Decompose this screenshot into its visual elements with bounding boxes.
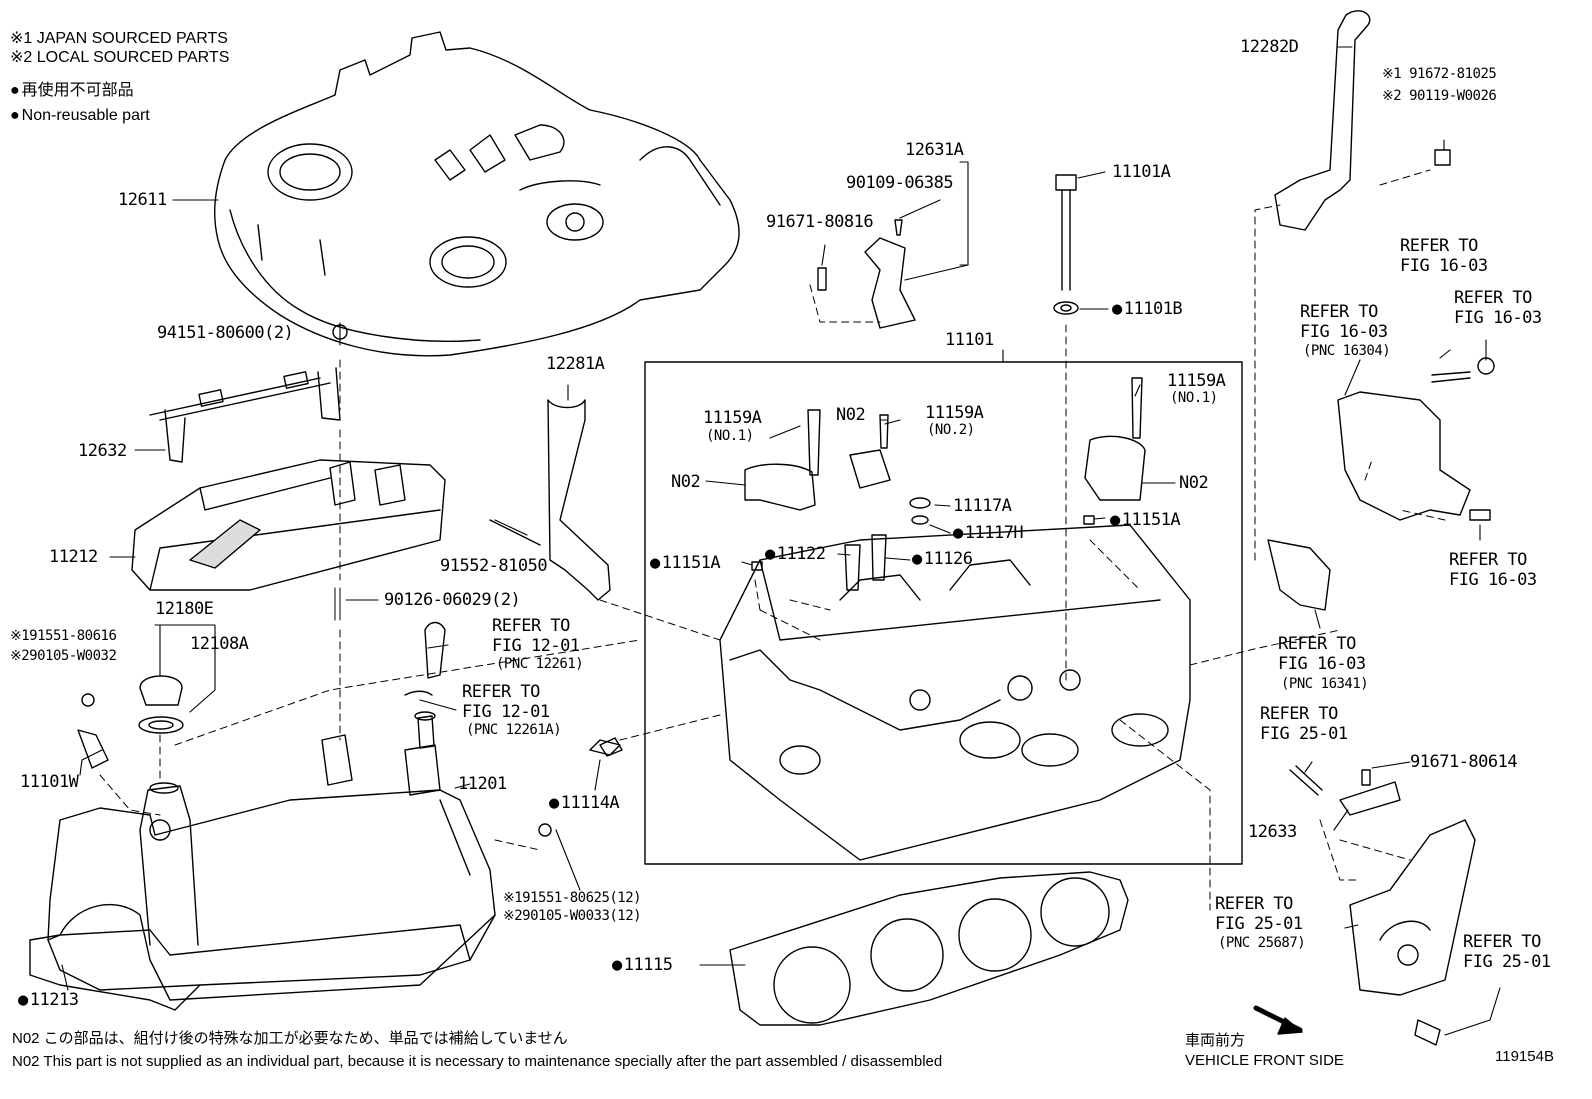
label-11213[interactable]: 11213	[18, 990, 79, 1010]
label-12180E[interactable]: 12180E	[155, 599, 214, 619]
label-11159A-no1-right-sub: (NO.1)	[1170, 390, 1218, 406]
ref-16341-l2[interactable]: FIG 16-03	[1278, 654, 1366, 674]
ref-2501b-l1[interactable]: REFER TO	[1463, 932, 1541, 952]
footnote-n02-jp: N02 この部品は、組付け後の特殊な加工が必要なため、単品では補給していません	[12, 1030, 568, 1047]
ref-16304-l1[interactable]: REFER TO	[1300, 302, 1378, 322]
engine-cover-drawing	[214, 31, 740, 357]
head-cover-assembly-drawing	[29, 324, 621, 1011]
dashed-alignment-lines	[99, 169, 1446, 911]
ref-2501a-l2[interactable]: FIG 25-01	[1260, 724, 1348, 744]
label-11201[interactable]: 11201	[458, 774, 507, 794]
label-11159A-no1-left[interactable]: 11159A	[703, 408, 762, 428]
ref-12261A-l2[interactable]: FIG 12-01	[462, 702, 550, 722]
ref-16304-l2[interactable]: FIG 16-03	[1300, 322, 1388, 342]
label-12611[interactable]: 12611	[118, 190, 167, 210]
legend-non-reusable-en: Non-reusable part	[10, 106, 150, 125]
label-11212[interactable]: 11212	[49, 547, 98, 567]
label-11159A-no2-sub: (NO.2)	[927, 422, 975, 438]
label-11122[interactable]: 11122	[765, 544, 826, 564]
label-11115[interactable]: 11115	[612, 955, 673, 975]
vehicle-front-jp: 車両前方	[1185, 1032, 1246, 1049]
ref-12261A-l3[interactable]: (PNC 12261A)	[466, 722, 562, 738]
label-91671-80816[interactable]: 91671-80816	[766, 212, 874, 232]
ref-1603b-l2[interactable]: FIG 16-03	[1454, 308, 1542, 328]
label-90109-06385[interactable]: 90109-06385	[846, 173, 954, 193]
ref-25687-l3[interactable]: (PNC 25687)	[1218, 935, 1306, 951]
label-90119-W0026[interactable]: ※2 90119-W0026	[1382, 88, 1497, 104]
right-brackets-drawing	[1253, 10, 1495, 1046]
label-91671-80614[interactable]: 91671-80614	[1410, 752, 1518, 772]
label-91551-80625[interactable]: ※191551-80625(12)	[503, 890, 642, 906]
footnote-n02-en: N02 This part is not supplied as an indi…	[12, 1053, 943, 1070]
label-90105-W0033[interactable]: ※290105-W0033(12)	[503, 908, 642, 924]
label-N02-right[interactable]: N02	[1179, 473, 1209, 493]
head-bolt-drawing	[1053, 174, 1079, 315]
label-N02-left[interactable]: N02	[671, 472, 701, 492]
ref-1603c-l1[interactable]: REFER TO	[1449, 550, 1527, 570]
ref-12261-l2[interactable]: FIG 12-01	[492, 636, 580, 656]
label-11117H[interactable]: 11117H	[953, 523, 1024, 543]
label-91672-81025[interactable]: ※1 91672-81025	[1382, 66, 1497, 82]
legend-local-sourced: ※2 LOCAL SOURCED PARTS	[10, 49, 230, 66]
label-91551-80616[interactable]: ※191551-80616	[10, 628, 117, 644]
illustration-code: 119154B	[1495, 1048, 1554, 1065]
vehicle-front-en: VEHICLE FRONT SIDE	[1185, 1052, 1344, 1069]
label-11151A-right[interactable]: 11151A	[1110, 510, 1181, 530]
label-12281A[interactable]: 12281A	[546, 354, 605, 374]
ref-2501a-l1[interactable]: REFER TO	[1260, 704, 1338, 724]
head-gasket-drawing	[729, 871, 1129, 1026]
ref-1603a-l1[interactable]: REFER TO	[1400, 236, 1478, 256]
label-11101A[interactable]: 11101A	[1112, 162, 1171, 182]
label-11159A-no2[interactable]: 11159A	[925, 403, 984, 423]
ref-1603a-l2[interactable]: FIG 16-03	[1400, 256, 1488, 276]
label-11101W[interactable]: 11101W	[20, 772, 79, 792]
bracket-12631A-drawing	[817, 219, 916, 329]
ref-12261-l3[interactable]: (PNC 12261)	[496, 656, 584, 672]
ref-12261-l1[interactable]: REFER TO	[492, 616, 570, 636]
ref-12261A-l1[interactable]: REFER TO	[462, 682, 540, 702]
ref-16341-l1[interactable]: REFER TO	[1278, 634, 1356, 654]
label-N02-center[interactable]: N02	[836, 405, 866, 425]
label-94151-80600[interactable]: 94151-80600(2)	[157, 323, 294, 343]
label-12631A[interactable]: 12631A	[905, 140, 964, 160]
cylinder-head-drawing	[599, 361, 1243, 865]
label-11114A[interactable]: 11114A	[549, 793, 620, 813]
legend-japan-sourced: ※1 JAPAN SOURCED PARTS	[10, 30, 228, 47]
label-11151A-left[interactable]: 11151A	[650, 553, 721, 573]
ref-16304-l3[interactable]: (PNC 16304)	[1303, 343, 1391, 359]
label-12282D[interactable]: 12282D	[1240, 37, 1299, 57]
ref-25687-l2[interactable]: FIG 25-01	[1215, 914, 1303, 934]
label-12633[interactable]: 12633	[1248, 822, 1297, 842]
label-90105-W0032[interactable]: ※290105-W0032	[10, 648, 117, 664]
ref-2501b-l2[interactable]: FIG 25-01	[1463, 952, 1551, 972]
ref-16341-l3[interactable]: (PNC 16341)	[1281, 676, 1369, 692]
ref-1603b-l1[interactable]: REFER TO	[1454, 288, 1532, 308]
label-12632[interactable]: 12632	[78, 441, 127, 461]
label-11117A[interactable]: 11117A	[953, 496, 1012, 516]
ref-1603c-l2[interactable]: FIG 16-03	[1449, 570, 1537, 590]
label-90126-06029[interactable]: 90126-06029(2)	[384, 590, 521, 610]
label-11159A-no1-left-sub: (NO.1)	[706, 428, 754, 444]
label-11159A-no1-right[interactable]: 11159A	[1167, 371, 1226, 391]
ref-25687-l1[interactable]: REFER TO	[1215, 894, 1293, 914]
label-11126[interactable]: 11126	[912, 549, 973, 569]
label-91552-81050[interactable]: 91552-81050	[440, 556, 548, 576]
legend-non-reusable-jp: 再使用不可部品	[10, 81, 134, 100]
label-11101[interactable]: 11101	[945, 330, 994, 350]
leader-lines	[61, 46, 1501, 1036]
label-12108A[interactable]: 12108A	[190, 634, 249, 654]
label-11101B[interactable]: 11101B	[1112, 299, 1183, 319]
